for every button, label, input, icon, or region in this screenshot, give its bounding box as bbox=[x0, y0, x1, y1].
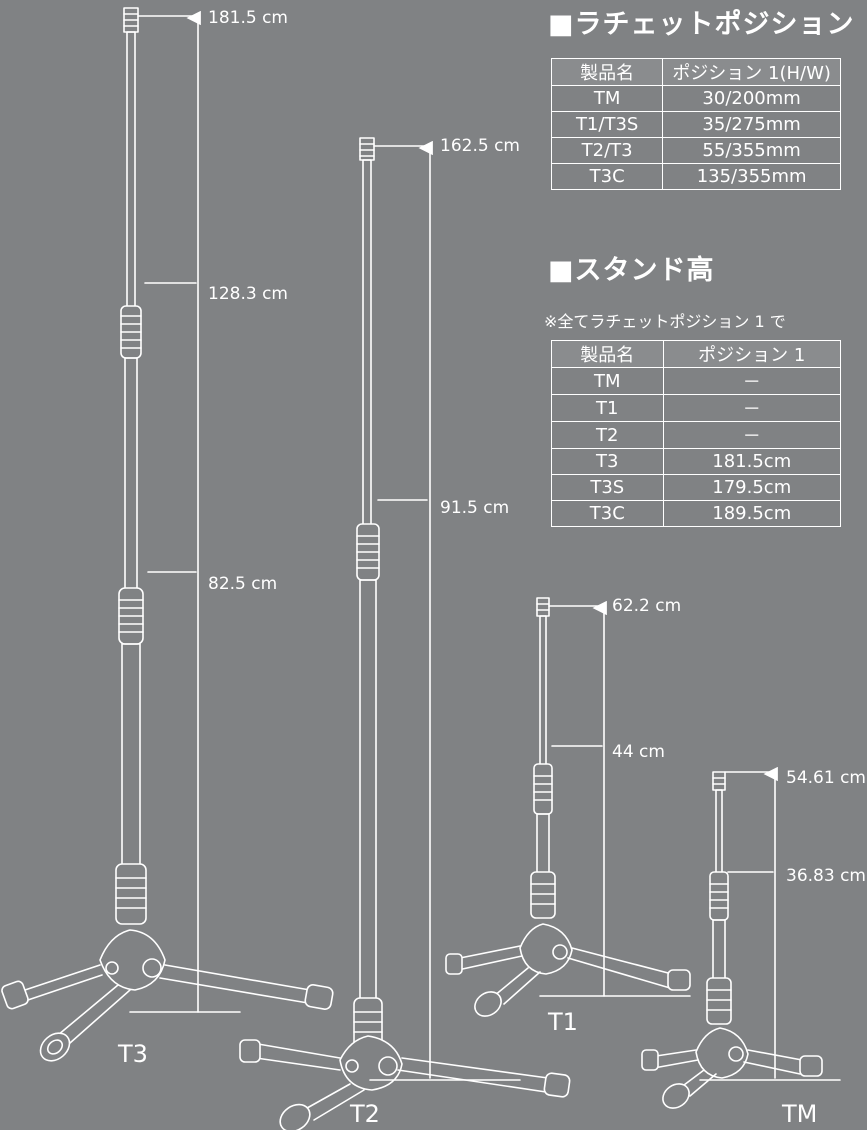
height-cell-value: － bbox=[662, 421, 842, 449]
height-cell-value: 179.5cm bbox=[662, 474, 842, 501]
ratchet-heading: ■ラチェットポジション bbox=[548, 9, 855, 40]
height-heading: ■スタンド高 bbox=[548, 255, 715, 286]
table-row: T1/T3S 35/275mm bbox=[550, 111, 841, 138]
ratchet-cell-product: T2/T3 bbox=[550, 137, 664, 164]
t3-dim-mid-label: 128.3 cm bbox=[208, 284, 288, 304]
stand-t2-drawing bbox=[239, 137, 571, 1130]
t3-name: T3 bbox=[118, 1040, 148, 1068]
ratchet-cell-product: T3C bbox=[550, 163, 664, 190]
ratchet-cell-value: 35/275mm bbox=[662, 111, 841, 138]
height-cell-value: 181.5cm bbox=[662, 448, 842, 475]
height-cell-value: 189.5cm bbox=[662, 500, 842, 527]
height-cell-product: T1 bbox=[551, 394, 664, 422]
ratchet-header-position: ポジション 1(H/W) bbox=[662, 58, 841, 86]
stand-t1-drawing bbox=[445, 597, 691, 1017]
ratchet-cell-value: 135/355mm bbox=[662, 163, 841, 190]
table-row: T2 － bbox=[551, 421, 842, 449]
table-row: T3C 135/355mm bbox=[550, 163, 841, 190]
height-cell-product: T3S bbox=[551, 474, 664, 501]
table-row: T2/T3 55/355mm bbox=[550, 137, 841, 164]
ratchet-cell-value: 30/200mm bbox=[662, 85, 841, 112]
height-table: 製品名 ポジション 1 TM － T1 － T2 － T3 181.5cm T3… bbox=[551, 340, 842, 527]
ratchet-cell-value: 55/355mm bbox=[662, 137, 841, 164]
stand-t3-drawing bbox=[1, 7, 334, 1062]
ratchet-header-product: 製品名 bbox=[550, 58, 664, 86]
table-row: T3S 179.5cm bbox=[551, 474, 842, 501]
height-cell-product: TM bbox=[551, 367, 664, 395]
table-row: TM － bbox=[551, 367, 842, 395]
tm-dim-top-label: 54.61 cm bbox=[786, 768, 866, 788]
t3-dim-top-label: 181.5 cm bbox=[208, 8, 288, 28]
t2-dim-mid-label: 91.5 cm bbox=[440, 498, 510, 518]
t1-name: T1 bbox=[548, 1008, 578, 1036]
height-cell-value: － bbox=[662, 367, 842, 395]
table-row: TM 30/200mm bbox=[550, 85, 841, 112]
tm-name: TM bbox=[782, 1100, 818, 1128]
stand-tm-drawing bbox=[641, 766, 841, 1109]
ratchet-header-row: 製品名 ポジション 1(H/W) bbox=[550, 58, 841, 86]
ratchet-cell-product: TM bbox=[550, 85, 664, 112]
height-cell-value: － bbox=[662, 394, 842, 422]
table-row: T1 － bbox=[551, 394, 842, 422]
ratchet-cell-product: T1/T3S bbox=[550, 111, 664, 138]
table-row: T3C 189.5cm bbox=[551, 500, 842, 527]
height-cell-product: T3 bbox=[551, 448, 664, 475]
height-header-row: 製品名 ポジション 1 bbox=[551, 340, 842, 368]
t1-dim-mid-label: 44 cm bbox=[612, 742, 665, 762]
height-header-product: 製品名 bbox=[551, 340, 664, 368]
height-cell-product: T2 bbox=[551, 421, 664, 449]
tm-dim-mid-label: 36.83 cm bbox=[786, 866, 866, 886]
height-cell-product: T3C bbox=[551, 500, 664, 527]
ratchet-table: 製品名 ポジション 1(H/W) TM 30/200mm T1/T3S 35/2… bbox=[550, 58, 841, 190]
t3-dim-low-label: 82.5 cm bbox=[208, 574, 278, 594]
height-note: ※全てラチェットポジション 1 で bbox=[544, 312, 786, 331]
table-row: T3 181.5cm bbox=[551, 448, 842, 475]
t1-dim-top-label: 62.2 cm bbox=[612, 596, 682, 616]
t2-name: T2 bbox=[350, 1100, 380, 1128]
t2-dim-top-label: 162.5 cm bbox=[440, 136, 520, 156]
height-header-position: ポジション 1 bbox=[662, 340, 842, 368]
